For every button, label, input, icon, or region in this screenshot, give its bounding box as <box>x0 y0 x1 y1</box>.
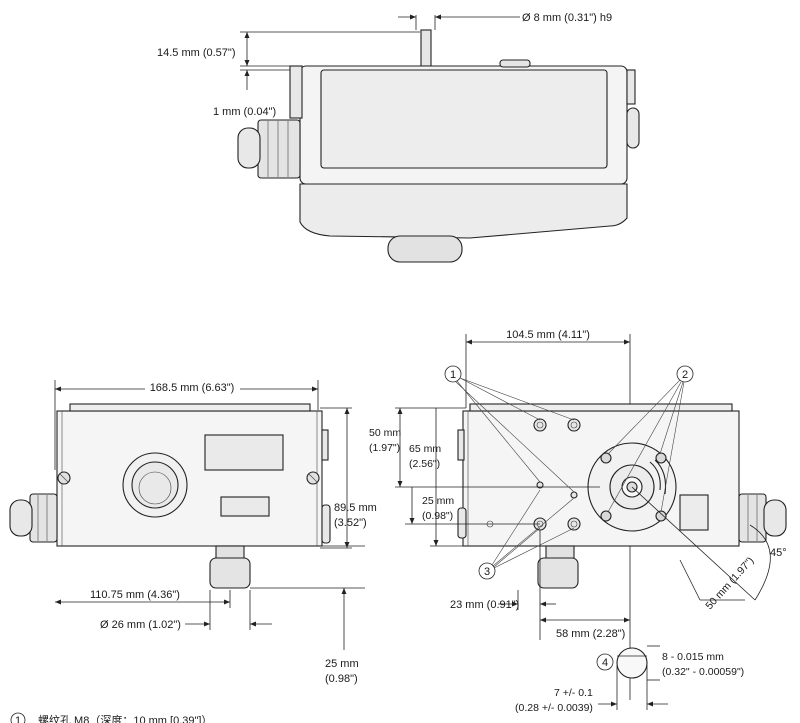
shaft-diameter-label: Ø 8 mm (0.31") h9 <box>522 12 612 24</box>
angle-label: 45° <box>770 547 787 559</box>
shaft <box>420 29 432 67</box>
gland-length-in: (0.98") <box>325 673 358 685</box>
shaft-length-label: 14.5 mm (0.57") <box>157 47 236 59</box>
front-offset-label: 110.75 mm (4.36") <box>90 589 180 601</box>
dim-50-in: (1.97") <box>369 442 400 454</box>
housing-front <box>56 410 323 547</box>
bottom-knob <box>387 235 463 263</box>
gland-diameter-label: Ø 26 mm (1.02") <box>100 619 181 631</box>
key-line-2: (0.28 +/- 0.0039) <box>515 702 593 714</box>
dim-65-mm: 65 mm <box>409 443 441 455</box>
callout-3 <box>478 562 496 580</box>
label-window <box>220 496 270 517</box>
dim-65-in: (2.56") <box>409 458 440 470</box>
dim-58-label: 58 mm (2.28") <box>556 628 625 640</box>
side-width-label: 104.5 mm (4.11") <box>506 329 590 341</box>
gap-label: 1 mm (0.04") <box>213 106 276 118</box>
dim-25-in: (0.98") <box>422 510 453 522</box>
housing-base <box>299 183 628 239</box>
svg-text:1: 1 <box>450 369 456 381</box>
top-view: Ø 8 mm (0.31") h9 14.5 mm (0.57") 1 mm (… <box>157 12 640 263</box>
svg-text:1: 1 <box>15 715 21 723</box>
dim-25-mm: 25 mm <box>422 495 454 507</box>
dim-50-mm: 50 mm <box>369 427 401 439</box>
cable-gland-top <box>257 119 301 179</box>
tolerance-line-1: 8 - 0.015 mm <box>662 651 724 663</box>
key-line-1: 7 +/- 0.1 <box>554 687 593 699</box>
cable-gland-front <box>29 493 58 543</box>
dim-50-diag-label: 50 mm (1.97") <box>703 555 756 612</box>
shaft-detail: 4 8 - 0.015 mm (0.32" - 0.00059") 7 +/- … <box>515 645 744 714</box>
gland-length-mm: 25 mm <box>325 658 359 670</box>
housing-lid <box>320 69 608 169</box>
footnote-text: 螺纹孔 M8（深度：10 mm [0.39"]） <box>38 713 212 723</box>
display-window <box>204 434 284 471</box>
svg-text:2: 2 <box>682 369 688 381</box>
front-height-in: (3.52") <box>334 517 367 529</box>
callout-4 <box>596 653 614 671</box>
callout-1 <box>444 365 462 383</box>
front-height-mm: 89.5 mm <box>334 502 377 514</box>
side-view: 104.5 mm (4.11") <box>369 329 787 700</box>
front-view: 168.5 mm (6.63") 89.5 mm <box>9 380 377 685</box>
svg-text:4: 4 <box>602 657 608 669</box>
tolerance-line-2: (0.32" - 0.00059") <box>662 666 744 678</box>
dim-23-label: 23 mm (0.91") <box>450 599 519 611</box>
front-width-label: 168.5 mm (6.63") <box>150 382 235 394</box>
callout-2 <box>676 365 694 383</box>
footnote: 1 螺纹孔 M8（深度：10 mm [0.39"]） <box>10 712 212 723</box>
svg-text:3: 3 <box>484 566 490 578</box>
